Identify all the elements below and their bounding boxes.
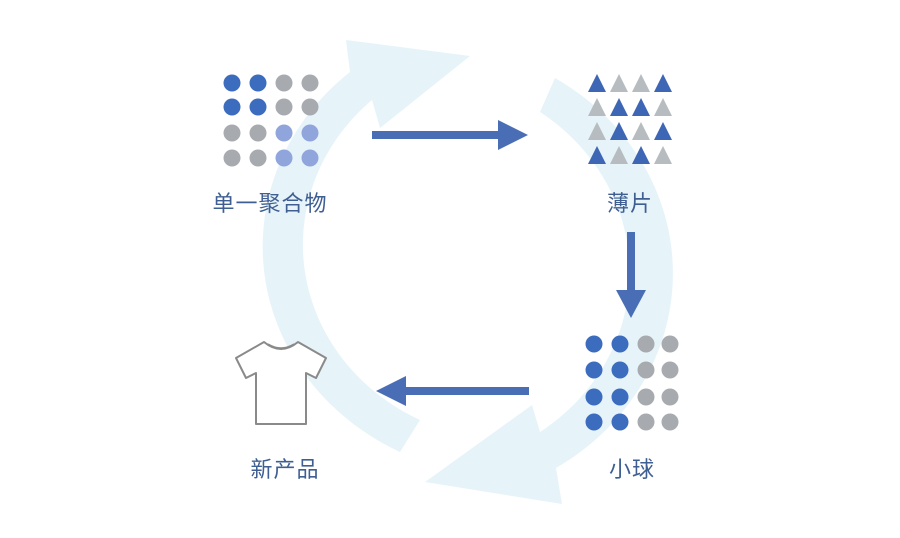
triangle-grid-icon — [588, 74, 672, 164]
node-label-product: 新产品 — [250, 458, 320, 483]
arrow-polymer-to-flakes — [372, 120, 528, 150]
cycle-ring-arc-right — [425, 78, 673, 504]
dot-grid-icon — [585, 335, 679, 431]
flow-arrows — [372, 120, 646, 406]
node-label-flakes: 薄片 — [606, 192, 654, 217]
dot-grid-icon — [223, 74, 319, 167]
arrow-flakes-to-pellets — [616, 232, 646, 318]
tshirt-icon — [235, 341, 327, 425]
cycle-ring — [262, 40, 673, 504]
cycle-ring-arc-left — [262, 40, 470, 452]
arrow-pellets-to-product — [376, 376, 529, 406]
node-label-polymer: 单一聚合物 — [212, 192, 328, 217]
node-label-pellets: 小球 — [608, 458, 656, 483]
